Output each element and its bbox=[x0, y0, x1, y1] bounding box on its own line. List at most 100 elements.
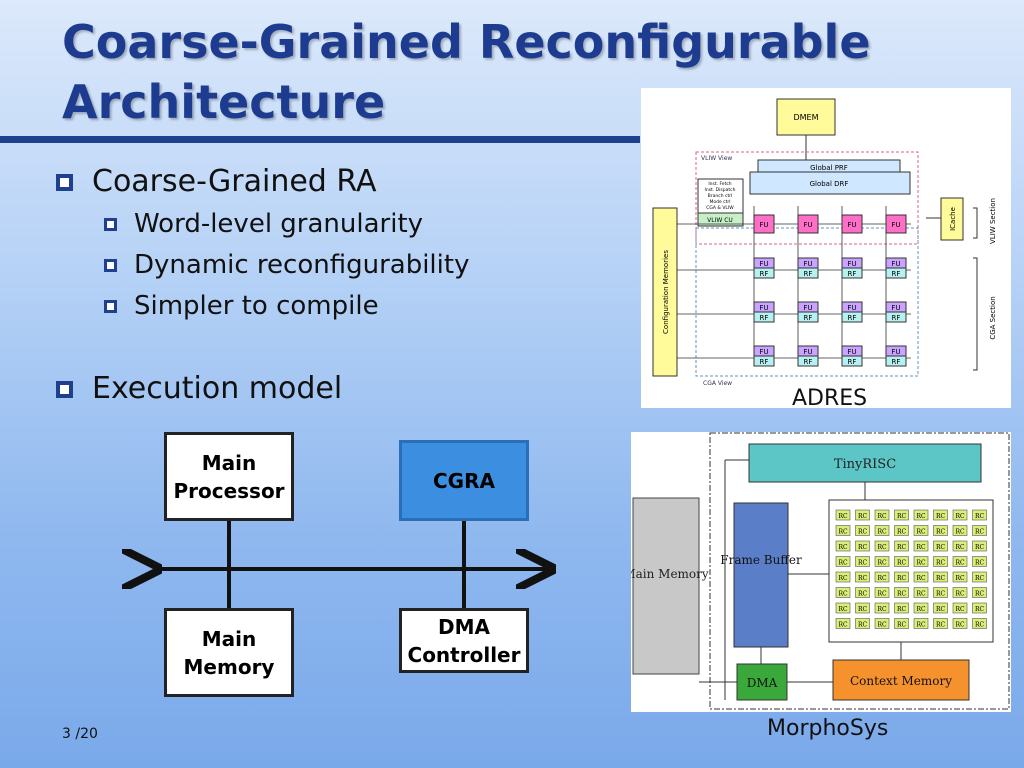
rc-cell bbox=[894, 540, 909, 552]
bullet-text: Coarse-Grained RA bbox=[92, 164, 377, 199]
rc-cell-label: RC bbox=[916, 591, 926, 598]
rc-cell bbox=[913, 556, 929, 567]
svg-text:RF: RF bbox=[760, 358, 769, 366]
control-unit-stack: Inst. Fetch Inst. Dispatch Branch ctrl M… bbox=[697, 178, 744, 227]
svg-text:VLIW CU: VLIW CU bbox=[707, 217, 733, 224]
rc-cell-label: RC bbox=[975, 560, 985, 567]
rc-cell-label: RC bbox=[858, 544, 868, 551]
svg-text:Context Memory: Context Memory bbox=[850, 674, 952, 688]
rc-cell-label: RC bbox=[877, 622, 887, 629]
rc-cell-label: RC bbox=[877, 591, 887, 598]
rc-cell-label: RC bbox=[897, 529, 907, 536]
rc-cell bbox=[933, 540, 948, 552]
sub-bullet: Simpler to compile bbox=[52, 286, 612, 327]
svg-text:DMEM: DMEM bbox=[793, 113, 818, 122]
rc-cell-label: RC bbox=[916, 529, 926, 536]
rc-cell bbox=[894, 618, 909, 629]
rc-cell-label: RC bbox=[897, 513, 907, 520]
rc-cell bbox=[855, 571, 870, 583]
bullet-icon bbox=[56, 381, 73, 398]
rc-cell bbox=[952, 571, 968, 583]
rc-cell bbox=[855, 525, 870, 536]
svg-text:RF: RF bbox=[804, 314, 813, 322]
rc-cell bbox=[972, 556, 987, 567]
execution-model-diagram: Main Processor CGRA Main Memory DMA Cont… bbox=[120, 425, 580, 705]
rc-cell-label: RC bbox=[975, 529, 985, 536]
rc-cell-label: RC bbox=[858, 575, 868, 582]
rc-cell bbox=[835, 618, 851, 629]
rc-cell-label: RC bbox=[936, 560, 946, 567]
rc-cell bbox=[933, 571, 948, 583]
rc-cell bbox=[952, 587, 968, 598]
main-memory-box: Main Memory bbox=[164, 608, 294, 697]
rc-cell bbox=[913, 540, 929, 552]
rc-cell-label: RC bbox=[897, 606, 907, 613]
rc-cell bbox=[952, 556, 968, 567]
bullet-execution-model: Execution model bbox=[52, 367, 612, 411]
svg-text:RF: RF bbox=[804, 270, 813, 278]
rc-cell bbox=[855, 540, 870, 552]
svg-text:RF: RF bbox=[848, 314, 857, 322]
rc-cell bbox=[894, 525, 909, 536]
svg-text:FU: FU bbox=[847, 304, 856, 312]
svg-text:Global PRF: Global PRF bbox=[810, 164, 848, 172]
rc-cell-label: RC bbox=[877, 560, 887, 567]
morphosys-arrows bbox=[699, 459, 902, 700]
title-underline bbox=[0, 136, 640, 143]
rc-cell bbox=[933, 556, 948, 567]
rc-cell bbox=[952, 618, 968, 629]
rc-cell-label: RC bbox=[838, 591, 848, 598]
rc-cell-label: RC bbox=[877, 529, 887, 536]
morphosys-caption: MorphoSys bbox=[767, 716, 889, 741]
rc-cell-label: RC bbox=[858, 529, 868, 536]
rc-cell-label: RC bbox=[936, 544, 946, 551]
svg-text:FU: FU bbox=[803, 348, 812, 356]
bullet-coarse-grained: Coarse-Grained RA bbox=[52, 160, 612, 204]
svg-text:Mode ctrl: Mode ctrl bbox=[709, 199, 730, 205]
bullet-icon bbox=[56, 174, 73, 191]
rc-cell-label: RC bbox=[975, 544, 985, 551]
adres-diagram: DMEM VLIW View CGA View Global PRF Globa… bbox=[652, 98, 997, 387]
rc-cell bbox=[835, 540, 851, 552]
svg-text:FU: FU bbox=[891, 304, 900, 312]
rc-cell bbox=[874, 525, 890, 536]
rc-cell bbox=[894, 571, 909, 583]
rc-cell-label: RC bbox=[955, 560, 965, 567]
sub-bullet-icon bbox=[104, 300, 117, 313]
rc-cell-label: RC bbox=[838, 622, 848, 629]
adres-figure: DMEM VLIW View CGA View Global PRF Globa… bbox=[641, 88, 1011, 408]
rc-cell-label: RC bbox=[916, 513, 926, 520]
rc-cell bbox=[913, 525, 929, 536]
rc-cell bbox=[874, 556, 890, 567]
vliw-fu-row: FU FU FU FU bbox=[753, 214, 907, 234]
svg-text:RF: RF bbox=[760, 314, 769, 322]
page-number: 3 /20 bbox=[62, 726, 98, 742]
vliw-view-region bbox=[695, 151, 919, 245]
rc-cell-label: RC bbox=[897, 560, 907, 567]
svg-text:CGA View: CGA View bbox=[703, 380, 732, 387]
rc-cell-label: RC bbox=[936, 513, 946, 520]
global-drf-block bbox=[749, 171, 911, 195]
adres-caption: ADRES bbox=[792, 386, 868, 411]
svg-text:ICache: ICache bbox=[949, 207, 957, 231]
svg-text:FU: FU bbox=[891, 221, 900, 229]
rc-cell bbox=[874, 618, 890, 629]
svg-text:FU: FU bbox=[803, 304, 812, 312]
svg-text:VLIW View: VLIW View bbox=[701, 155, 732, 162]
rc-cell-label: RC bbox=[975, 606, 985, 613]
rc-cell-label: RC bbox=[916, 622, 926, 629]
rc-cell-label: RC bbox=[897, 575, 907, 582]
svg-text:FU: FU bbox=[847, 348, 856, 356]
rc-cell-label: RC bbox=[975, 622, 985, 629]
rc-cell-label: RC bbox=[877, 575, 887, 582]
svg-text:FU: FU bbox=[891, 260, 900, 268]
rc-cell-label: RC bbox=[955, 591, 965, 598]
svg-text:Inst. Dispatch: Inst. Dispatch bbox=[705, 187, 736, 193]
rc-cell-label: RC bbox=[838, 513, 848, 520]
rc-cell bbox=[952, 602, 968, 614]
rc-cell-label: RC bbox=[858, 622, 868, 629]
svg-text:RF: RF bbox=[804, 358, 813, 366]
svg-text:FU: FU bbox=[759, 260, 768, 268]
